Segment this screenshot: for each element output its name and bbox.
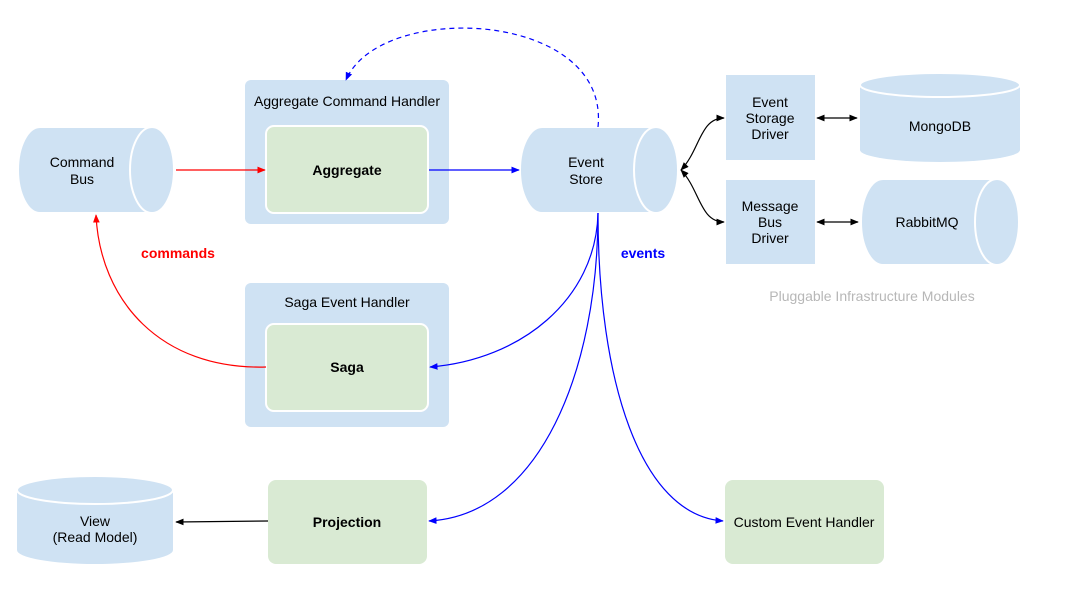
event-storage-driver: Event Storage Driver (726, 75, 815, 160)
event-store: Event Store (519, 126, 679, 214)
command-bus: Command Bus (17, 126, 175, 214)
rabbitmq: RabbitMQ (860, 178, 1020, 266)
event-store-to-storage-driver-arrow (680, 114, 725, 171)
event-storage-driver-label-1: Event (752, 94, 788, 110)
message-bus-driver-label-3: Driver (751, 230, 789, 246)
event-store-to-projection-arrow (428, 212, 599, 524)
view-top-cap (16, 475, 174, 505)
view-label-1: View (80, 513, 111, 529)
message-bus-driver-box (726, 180, 815, 264)
custom-event-handler: Custom Event Handler (725, 480, 884, 564)
events-label: events (621, 245, 666, 261)
saga-to-command-bus-arrow (93, 214, 267, 368)
event-store-label-1: Event (568, 154, 604, 170)
rabbitmq-cap (974, 178, 1020, 266)
pluggable-modules-label: Pluggable Infrastructure Modules (769, 288, 974, 304)
aggregate-box (265, 125, 429, 214)
custom-handler-label: Custom Event Handler (734, 514, 875, 530)
event-storage-driver-label-3: Driver (751, 126, 789, 142)
event-store-to-custom-handler-arrow (597, 212, 724, 524)
aggregate-command-handler: Aggregate Command Handler Aggregate (245, 80, 449, 224)
event-store-to-saga-arrow (429, 212, 599, 370)
event-store-to-aggregate-dashed-arrow (345, 27, 599, 128)
mongodb-body (860, 85, 1020, 162)
rabbitmq-label: RabbitMQ (895, 214, 958, 230)
projection: Projection (268, 480, 427, 564)
view-body (17, 490, 173, 564)
saga-handler-title: Saga Event Handler (284, 294, 410, 310)
command-bus-cap (129, 126, 175, 214)
mongodb: MongoDB (859, 72, 1021, 162)
message-bus-driver: Message Bus Driver (726, 180, 815, 264)
event-store-to-message-bus-driver-arrow (680, 169, 725, 226)
message-bus-driver-label-1: Message (742, 198, 799, 214)
command-bus-label-2: Bus (70, 171, 94, 187)
event-store-cap (633, 126, 679, 214)
event-storage-driver-box (726, 75, 815, 160)
custom-handler-box (725, 480, 884, 564)
saga-label: Saga (330, 359, 364, 375)
view-label-2: (Read Model) (53, 529, 138, 545)
projection-to-view-arrow (175, 518, 269, 526)
aggregate-label: Aggregate (312, 162, 381, 178)
commands-label: commands (141, 245, 215, 261)
view-read-model: View (Read Model) (16, 475, 174, 564)
command-bus-label-1: Command (50, 154, 115, 170)
aggregate-handler-title: Aggregate Command Handler (254, 93, 440, 109)
message-bus-driver-label-2: Bus (758, 214, 782, 230)
saga-event-handler: Saga Event Handler Saga (245, 283, 449, 427)
event-storage-driver-label-2: Storage (745, 110, 794, 126)
mongodb-top-cap (859, 72, 1021, 98)
projection-label: Projection (313, 514, 381, 530)
mongodb-label: MongoDB (909, 118, 971, 134)
projection-box (268, 480, 427, 564)
event-store-label-2: Store (569, 171, 603, 187)
